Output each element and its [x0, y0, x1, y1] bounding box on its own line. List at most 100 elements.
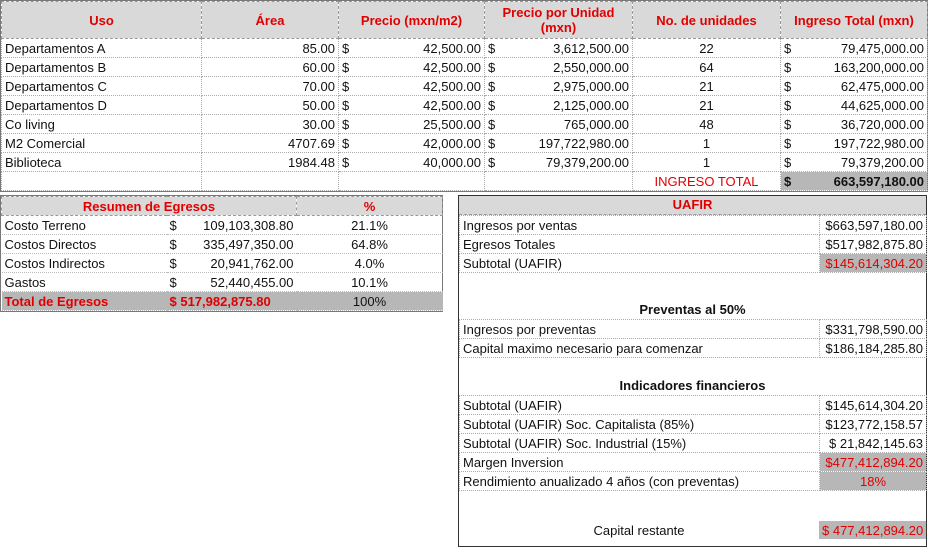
- indicador-value: $123,772,158.57: [819, 414, 927, 434]
- unidades-cell: 1: [632, 133, 781, 153]
- precio-unidad-cell: $2,975,000.00: [484, 76, 633, 96]
- ingreso-cell: $62,475,000.00: [780, 76, 928, 96]
- table-row: Subtotal (UAFIR) Soc. Industrial (15%) $…: [459, 433, 927, 453]
- uso-cell: Biblioteca: [1, 152, 202, 172]
- indicador-label: Margen Inversion: [459, 452, 820, 472]
- egresos-total-row: Total de Egresos $ 517,982,875.80 100%: [1, 291, 443, 311]
- preventas-label: Capital maximo necesario para comenzar: [459, 338, 820, 358]
- table-row: Ingresos por ventas $663,597,180.00: [459, 215, 927, 235]
- table-row: M2 Comercial 4707.69 $42,000.00 $197,722…: [1, 133, 928, 153]
- indicador-value: $ 21,842,145.63: [819, 433, 927, 453]
- table-row: Ingresos por preventas $331,798,590.00: [459, 319, 927, 339]
- capital-restante-label: Capital restante: [593, 522, 685, 538]
- precio-unidad-cell: $3,612,500.00: [484, 38, 633, 58]
- area-cell: 4707.69: [201, 133, 339, 153]
- uso-cell: Departamentos D: [1, 95, 202, 115]
- precio-unidad-cell: $79,379,200.00: [484, 152, 633, 172]
- ingreso-cell: $36,720,000.00: [780, 114, 928, 134]
- area-cell: 1984.48: [201, 152, 339, 172]
- ingreso-cell: $163,200,000.00: [780, 57, 928, 77]
- precio-m2-cell: $42,000.00: [338, 133, 485, 153]
- table-row: Departamentos A 85.00 $42,500.00 $3,612,…: [1, 38, 928, 58]
- table-row: Costos Indirectos $20,941,762.00 4.0%: [1, 253, 443, 273]
- unidades-cell: 22: [632, 38, 781, 58]
- ingreso-total-value: $663,597,180.00: [780, 171, 928, 191]
- table-row: Subtotal (UAFIR) $145,614,304.20: [459, 395, 927, 415]
- preventas-label: Ingresos por preventas: [459, 319, 820, 339]
- precio-unidad-cell: $2,550,000.00: [484, 57, 633, 77]
- unidades-cell: 21: [632, 95, 781, 115]
- header-ingreso-total: Ingreso Total (mxn): [780, 1, 928, 39]
- precio-unidad-cell: $765,000.00: [484, 114, 633, 134]
- table-row: Egresos Totales $517,982,875.80: [459, 234, 927, 254]
- table-row: Biblioteca 1984.48 $40,000.00 $79,379,20…: [1, 152, 928, 172]
- table-row: Costos Directos $335,497,350.00 64.8%: [1, 234, 443, 254]
- uso-cell: Departamentos B: [1, 57, 202, 77]
- table-row: Subtotal (UAFIR) $145,614,304.20: [459, 253, 927, 273]
- precio-unidad-cell: $2,125,000.00: [484, 95, 633, 115]
- egreso-label: Costo Terreno: [1, 215, 167, 235]
- ingreso-total-label: INGRESO TOTAL: [632, 171, 781, 191]
- header-precio-m2: Precio (mxn/m2): [338, 1, 485, 39]
- precio-m2-cell: $40,000.00: [338, 152, 485, 172]
- capital-restante-row: Capital restante $ 477,412,894.20: [459, 521, 926, 539]
- egreso-pct: 4.0%: [296, 253, 443, 273]
- header-pct: %: [296, 196, 443, 216]
- uso-cell: M2 Comercial: [1, 133, 202, 153]
- resumen-egresos-table: Resumen de Egresos % Costo Terreno $109,…: [0, 195, 443, 312]
- indicadores-title: Indicadores financieros: [619, 378, 766, 393]
- preventas-title: Preventas al 50%: [639, 302, 746, 317]
- header-uso: Uso: [1, 1, 202, 39]
- unidades-cell: 48: [632, 114, 781, 134]
- uafir-panel: UAFIR Ingresos por ventas $663,597,180.0…: [458, 195, 927, 547]
- egreso-pct: 21.1%: [296, 215, 443, 235]
- table-row: Gastos $52,440,455.00 10.1%: [1, 272, 443, 292]
- table-row: Capital maximo necesario para comenzar $…: [459, 338, 927, 358]
- precio-m2-cell: $42,500.00: [338, 76, 485, 96]
- margen-inversion-value: $477,412,894.20: [819, 452, 927, 472]
- total-egresos-label: Total de Egresos: [1, 291, 167, 311]
- table-row: Subtotal (UAFIR) Soc. Capitalista (85%) …: [459, 414, 927, 434]
- uso-cell: Departamentos A: [1, 38, 202, 58]
- uso-cell: Departamentos C: [1, 76, 202, 96]
- table-row: Departamentos D 50.00 $42,500.00 $2,125,…: [1, 95, 928, 115]
- indicador-value: $145,614,304.20: [819, 395, 927, 415]
- table-row: Margen Inversion $477,412,894.20: [459, 452, 927, 472]
- header-unidades: No. de unidades: [632, 1, 781, 39]
- egreso-label: Gastos: [1, 272, 167, 292]
- header-resumen-egresos: Resumen de Egresos: [1, 196, 297, 216]
- egreso-value: $20,941,762.00: [166, 253, 297, 273]
- spacer: [459, 491, 926, 521]
- egreso-label: Costos Indirectos: [1, 253, 167, 273]
- ingresos-table: Uso Área Precio (mxn/m2) Precio por Unid…: [0, 0, 928, 192]
- area-cell: 50.00: [201, 95, 339, 115]
- table-row: Co living 30.00 $25,500.00 $765,000.00 4…: [1, 114, 928, 134]
- ingreso-cell: $79,379,200.00: [780, 152, 928, 172]
- indicador-label: Subtotal (UAFIR) Soc. Capitalista (85%): [459, 414, 820, 434]
- spacer: [459, 358, 926, 377]
- total-egresos-pct: 100%: [296, 291, 443, 311]
- egreso-pct: 10.1%: [296, 272, 443, 292]
- uafir-label: Egresos Totales: [459, 234, 820, 254]
- egreso-pct: 64.8%: [296, 234, 443, 254]
- unidades-cell: 64: [632, 57, 781, 77]
- rendimiento-value: 18%: [819, 471, 927, 491]
- ingreso-total-row: INGRESO TOTAL $663,597,180.00: [1, 171, 928, 191]
- table-row: Departamentos B 60.00 $42,500.00 $2,550,…: [1, 57, 928, 77]
- precio-m2-cell: $42,500.00: [338, 95, 485, 115]
- uafir-label: Subtotal (UAFIR): [459, 253, 820, 273]
- uafir-title: UAFIR: [459, 196, 926, 215]
- header-area: Área: [201, 1, 339, 39]
- uafir-label: Ingresos por ventas: [459, 215, 820, 235]
- ingreso-cell: $44,625,000.00: [780, 95, 928, 115]
- indicador-label: Rendimiento anualizado 4 años (con preve…: [459, 471, 820, 491]
- unidades-cell: 1: [632, 152, 781, 172]
- area-cell: 70.00: [201, 76, 339, 96]
- preventas-value: $331,798,590.00: [819, 319, 927, 339]
- precio-m2-cell: $25,500.00: [338, 114, 485, 134]
- ingreso-cell: $79,475,000.00: [780, 38, 928, 58]
- preventas-value: $186,184,285.80: [819, 338, 927, 358]
- header-precio-unidad: Precio por Unidad (mxn): [484, 1, 633, 39]
- area-cell: 85.00: [201, 38, 339, 58]
- total-egresos-value: $ 517,982,875.80: [166, 291, 297, 311]
